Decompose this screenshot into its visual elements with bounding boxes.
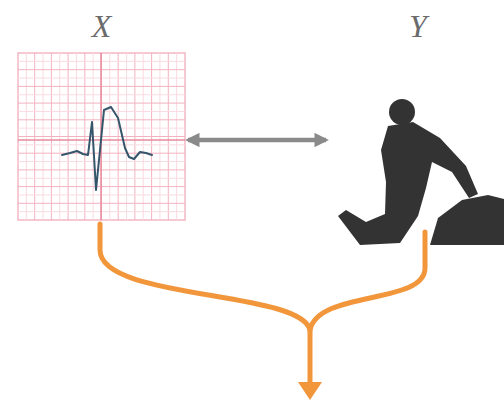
ecg-chart	[18, 53, 185, 220]
rescuer-head	[389, 99, 415, 125]
double-arrow	[188, 138, 326, 143]
merge-line	[310, 232, 425, 330]
arrowhead	[298, 382, 322, 400]
merge-line	[100, 224, 310, 388]
ecg-frame	[18, 53, 185, 220]
patient-body	[430, 195, 504, 245]
cpr-node: Y	[332, 6, 504, 245]
merge-arrows	[100, 224, 425, 400]
ecg-node: X	[18, 6, 185, 220]
ecg-waveform	[62, 107, 152, 190]
ecg-grid	[18, 53, 185, 220]
variable-label: Y	[332, 6, 504, 46]
cpr-silhouette	[338, 99, 504, 245]
variable-label: X	[18, 6, 185, 46]
